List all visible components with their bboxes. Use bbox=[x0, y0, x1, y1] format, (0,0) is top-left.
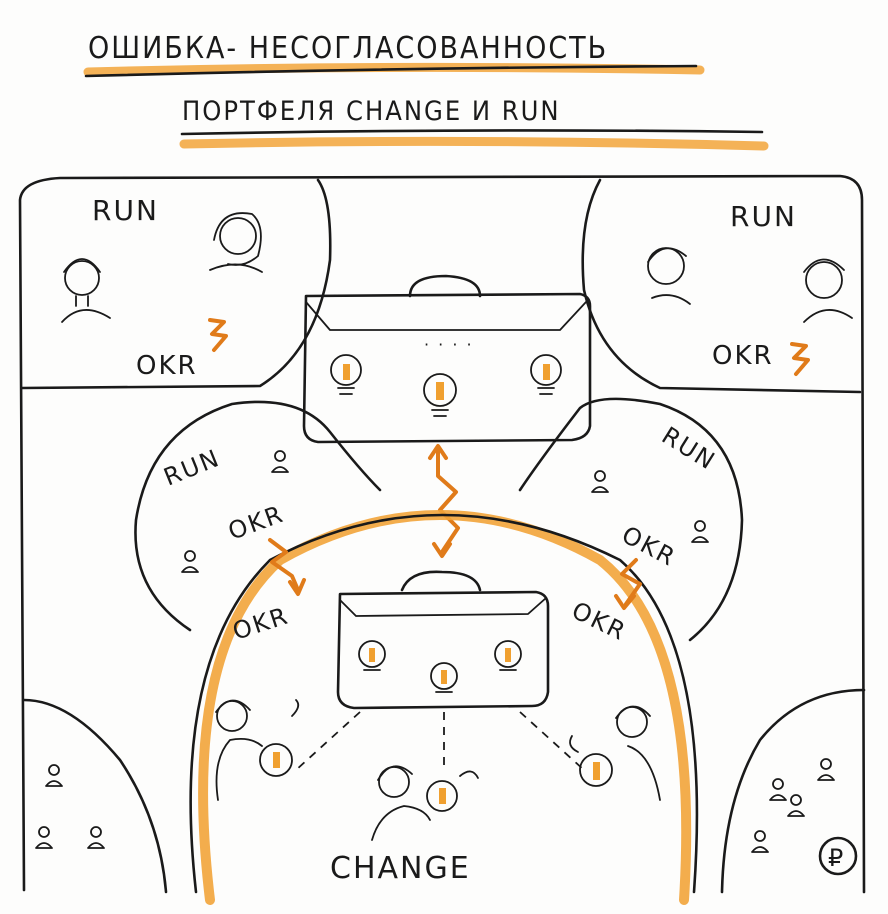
run-bubble-boundary bbox=[518, 397, 744, 642]
title-underline-2 bbox=[180, 129, 764, 136]
run-label: RUN bbox=[657, 421, 721, 476]
title-underline-highlight-1 bbox=[83, 62, 705, 77]
bottom-left-bubble bbox=[22, 698, 168, 894]
run-label: RUN bbox=[92, 194, 159, 227]
briefcase-flap bbox=[339, 597, 547, 617]
author-signature-circle bbox=[818, 836, 858, 876]
lightning-icon bbox=[790, 342, 810, 376]
title-line-2: ПОРТФЕЛЯ CHANGE И RUN bbox=[182, 96, 561, 127]
lightbulb-icon bbox=[494, 640, 522, 671]
bottom-right-bubble: ₽ bbox=[720, 688, 866, 894]
briefcase-handle bbox=[400, 570, 482, 592]
arrowhead-down bbox=[432, 542, 452, 558]
outer-frame bbox=[18, 174, 866, 894]
lightning-icon bbox=[620, 558, 642, 606]
title-underline-1 bbox=[84, 64, 698, 78]
change-region: OKR OKR bbox=[189, 510, 699, 905]
briefcase-icon bbox=[336, 570, 550, 710]
lightning-icon bbox=[436, 446, 460, 554]
run-label: RUN bbox=[730, 200, 797, 233]
person-icon bbox=[209, 212, 263, 273]
person-icon bbox=[803, 258, 853, 323]
bubble-boundary bbox=[22, 698, 168, 894]
briefcase-body bbox=[302, 292, 592, 444]
okr-label: OKR bbox=[136, 351, 198, 381]
bubble-boundary bbox=[720, 688, 866, 894]
person-icon bbox=[569, 705, 661, 801]
run-region-boundary bbox=[581, 178, 862, 394]
change-label: CHANGE bbox=[330, 851, 471, 886]
run-region-mid-right: RUN OKR bbox=[518, 397, 744, 642]
lightbulb-icon bbox=[358, 640, 386, 671]
run-region-mid-left: RUN OKR bbox=[134, 400, 382, 632]
people-icon bbox=[751, 758, 835, 853]
person-icon bbox=[371, 765, 479, 841]
link-dashed-left bbox=[295, 711, 361, 771]
author-signature: ₽ bbox=[828, 844, 845, 872]
run-region-top-right: RUN OKR bbox=[581, 178, 862, 394]
briefcase-flap bbox=[305, 301, 587, 331]
people-icon bbox=[591, 470, 709, 543]
okr-label: OKR bbox=[712, 341, 774, 371]
run-label: RUN bbox=[160, 444, 224, 492]
people-icon bbox=[35, 764, 105, 849]
arrowhead bbox=[614, 594, 636, 610]
okr-label: OKR bbox=[224, 500, 287, 546]
change-dome-boundary bbox=[189, 513, 699, 894]
link-dashed-right bbox=[519, 711, 585, 771]
people-icon bbox=[181, 450, 289, 573]
lightbulb-icon bbox=[330, 354, 362, 395]
arrowhead bbox=[288, 578, 306, 596]
lightbulb-icon bbox=[423, 373, 457, 417]
title-line-1: ОШИБКА- НЕСОГЛАСОВАННОСТЬ bbox=[88, 31, 608, 66]
dots-label: · · · · bbox=[424, 335, 474, 354]
lightbulb-icon bbox=[430, 662, 458, 693]
person-icon bbox=[215, 699, 300, 801]
briefcase-handle bbox=[408, 274, 482, 298]
title-block: ОШИБКА- НЕСОГЛАСОВАННОСТЬ ПОРТФЕЛЯ CHANG… bbox=[83, 31, 769, 151]
title-underline-highlight-2 bbox=[179, 136, 769, 151]
lightbulb-icon bbox=[530, 354, 562, 395]
run-region-top-left: RUN OKR bbox=[20, 178, 332, 390]
person-icon bbox=[647, 247, 691, 305]
arrowhead-up bbox=[428, 444, 448, 460]
run-region-boundary bbox=[20, 178, 332, 390]
briefcase-body bbox=[336, 590, 550, 710]
lightning-icon bbox=[268, 538, 300, 592]
briefcase-icon: · · · · bbox=[302, 274, 592, 444]
person-icon bbox=[61, 258, 111, 323]
lightning-icon bbox=[208, 318, 228, 352]
